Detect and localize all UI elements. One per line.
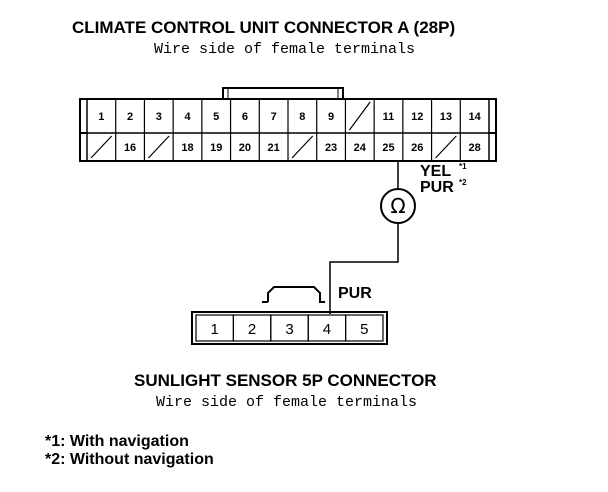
connector-b-pin-4: 4 (323, 321, 331, 338)
connector-a-top-pin-8: 8 (299, 111, 305, 123)
connector-a-top-pin-5: 5 (213, 111, 219, 123)
wire-label-pur-a: PUR (420, 179, 454, 196)
connector-a-bottom-pin-25: 25 (382, 142, 394, 154)
connector-a-bottom-row: 16 18 19 20 21 23 24 25 26 28 (90, 133, 481, 161)
connector-b-pin-3: 3 (285, 321, 293, 338)
connector-a-top-pin-4: 4 (184, 111, 191, 123)
connector-a-top-pin-3: 3 (156, 111, 162, 123)
connector-a-bottom-unused-cavity (90, 135, 113, 159)
connector-b-lock-tab (267, 286, 325, 303)
connector-a-top-pin-1: 1 (98, 111, 104, 123)
connector-a-bottom-unused-cavity (147, 135, 170, 159)
wire-label-pur-b: PUR (338, 285, 372, 302)
connector-a-top-pin-12: 12 (411, 111, 423, 123)
connector-a-bottom-unused-cavity (291, 135, 314, 159)
connector-a-subtitle: Wire side of female terminals (154, 41, 415, 58)
connector-a-bottom-pin-21: 21 (268, 142, 280, 154)
footnote-1: *1: With navigation (45, 433, 189, 450)
connector-a-title: CLIMATE CONTROL UNIT CONNECTOR A (28P) (72, 18, 455, 37)
connector-a-right-ear (489, 99, 497, 134)
connector-a-top-pin-9: 9 (328, 111, 334, 123)
connector-a-bottom-unused-cavity (435, 135, 457, 159)
wire-label-yel-mark: *1 (459, 162, 467, 171)
connector-a-top-pin-6: 6 (242, 111, 248, 123)
connector-b-frame (191, 311, 388, 345)
connector-a-top-pin-14: 14 (469, 111, 482, 123)
connector-a-bottom-pin-28: 28 (469, 142, 481, 154)
connector-b-pin-2: 2 (248, 321, 256, 338)
connector-a-top-pin-2: 2 (127, 111, 133, 123)
connector-a-bottom-pin-24: 24 (354, 142, 367, 154)
connector-a-left-ear (79, 99, 87, 134)
connector-a-bottom-pin-20: 20 (239, 142, 251, 154)
connector-b-cell-5 (345, 314, 384, 342)
connector-b-title: SUNLIGHT SENSOR 5P CONNECTOR (134, 371, 437, 390)
wire-meter-to-pin4 (329, 223, 399, 314)
connector-a-bottom-pin-19: 19 (210, 142, 222, 154)
connector-a-bottom-pin-23: 23 (325, 142, 337, 154)
connector-a-top-pin-11: 11 (383, 111, 395, 123)
wire-label-yel: YEL (420, 163, 451, 180)
connector-b-pin-1: 1 (211, 321, 219, 338)
connector-b-pin-5: 5 (360, 321, 368, 338)
connector-a-top-pin-7: 7 (271, 111, 277, 123)
connector-a-lock-tab (222, 87, 344, 99)
wire-label-pur-a-mark: *2 (459, 178, 467, 187)
connector-b: 1 2 3 4 5 (191, 286, 388, 345)
connector-b-pins: 1 2 3 4 5 (195, 314, 384, 342)
connector-a-bottom-pin-18: 18 (181, 142, 193, 154)
connector-a-top-pin-13: 13 (440, 111, 452, 123)
connector-a-bottom-pin-26: 26 (411, 142, 423, 154)
connector-a-bottom-pin-16: 16 (124, 142, 136, 154)
ohm-icon: Ω (390, 194, 405, 218)
footnote-2: *2: Without navigation (45, 451, 214, 468)
connector-b-subtitle: Wire side of female terminals (156, 394, 417, 411)
connector-a-top-unused-cavity (348, 101, 371, 131)
